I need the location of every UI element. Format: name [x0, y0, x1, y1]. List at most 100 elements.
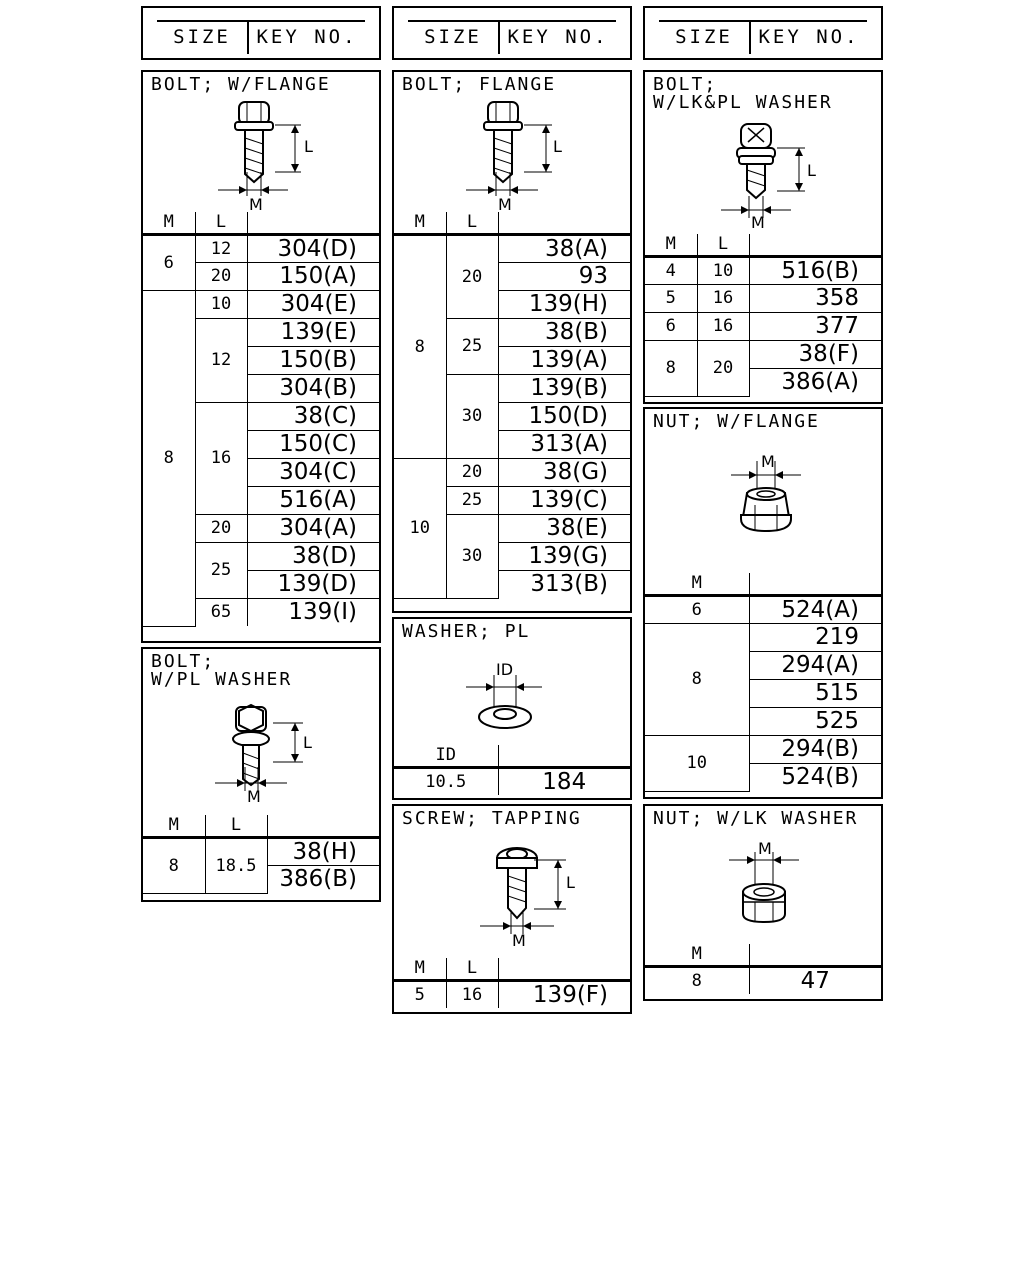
- cell-key: 516(A): [247, 485, 379, 515]
- cell-key: 294(B): [748, 734, 881, 764]
- cell-key: 38(D): [246, 541, 379, 571]
- size-label: SIZE: [659, 22, 751, 54]
- id-dim-label: ID: [496, 660, 513, 679]
- cell-l: 20: [445, 457, 499, 487]
- cell-l: 12: [195, 317, 248, 403]
- lk-washer-nut-diagram: M: [729, 839, 799, 924]
- col-l: L: [445, 958, 499, 982]
- l-dim-label: L: [553, 137, 562, 156]
- col-key: [748, 234, 881, 258]
- col-key: [748, 573, 881, 597]
- cell-m: 10: [645, 734, 750, 792]
- cell-key: 139(F): [497, 979, 630, 1008]
- panel-title: NUT; W/LK WASHER: [653, 808, 859, 829]
- l-dim-label: L: [303, 733, 312, 752]
- cell-key: 304(B): [247, 373, 379, 403]
- lk-pl-washer-bolt-diagram: L M: [721, 123, 816, 232]
- cell-m: 4: [645, 255, 698, 285]
- cell-key: 139(D): [247, 569, 379, 599]
- col-key: [748, 944, 881, 968]
- cell-l: 10: [696, 255, 750, 285]
- panel-title: BOLT; W/LK&PL WASHER: [653, 74, 833, 113]
- col-id: ID: [394, 745, 499, 769]
- flange-bolt-diagram: L M: [218, 101, 313, 214]
- col-l: L: [194, 212, 248, 236]
- cell-l: 16: [195, 401, 248, 515]
- cell-l: 12: [194, 233, 248, 263]
- panel-title: BOLT; W/PL WASHER: [151, 651, 293, 690]
- cell-key: 139(E): [246, 317, 379, 347]
- cell-key: 294(A): [749, 650, 881, 680]
- cell-key: 38(B): [497, 317, 630, 347]
- cell-key: 219: [748, 622, 881, 652]
- m-dim-label: M: [761, 452, 775, 471]
- flange-nut-diagram: M: [731, 452, 801, 533]
- cell-id: 10.5: [394, 766, 499, 795]
- cell-l: 20: [445, 233, 499, 319]
- tapping-screw-diagram: L M: [480, 847, 575, 950]
- cell-m: 8: [143, 836, 206, 894]
- cell-m: 5: [394, 979, 447, 1008]
- col-m: M: [645, 944, 750, 968]
- cell-key: 47: [748, 965, 881, 994]
- cell-m: 8: [394, 233, 447, 459]
- col-m: M: [143, 212, 196, 236]
- col-l: L: [696, 234, 750, 258]
- cell-l: 65: [195, 597, 248, 626]
- cell-l: 30: [446, 373, 499, 459]
- cell-key: 358: [748, 283, 881, 313]
- cell-key: 304(D): [246, 233, 379, 263]
- col-key: [246, 212, 379, 236]
- col-l: L: [204, 815, 268, 839]
- cell-key: 150(B): [247, 345, 379, 375]
- cell-l: 25: [446, 485, 499, 515]
- cell-key: 304(C): [247, 457, 379, 487]
- m-dim-label: M: [249, 195, 263, 214]
- cell-l: 10: [194, 289, 248, 319]
- cell-key: 524(A): [748, 594, 881, 624]
- cell-key: 139(H): [498, 289, 630, 319]
- cell-l: 25: [446, 317, 499, 375]
- col-key: [497, 745, 630, 769]
- panel-title: BOLT; FLANGE: [402, 74, 557, 95]
- col-l: L: [445, 212, 499, 236]
- cell-key: 515: [749, 678, 881, 708]
- cell-key: 304(A): [246, 513, 379, 543]
- cell-key: 150(C): [247, 429, 379, 459]
- size-header-3: SIZE KEY NO.: [643, 6, 883, 60]
- cell-l: 18.5: [204, 836, 268, 894]
- col-key: [497, 212, 630, 236]
- cell-key: 38(E): [497, 513, 630, 543]
- cell-key: 377: [748, 311, 881, 341]
- key-label: KEY NO.: [758, 26, 860, 48]
- cell-m: 6: [645, 594, 750, 624]
- cell-l: 16: [696, 311, 750, 341]
- panel-title: SCREW; TAPPING: [402, 808, 582, 829]
- cell-m: 8: [645, 339, 698, 397]
- cell-l: 16: [696, 283, 750, 313]
- cell-l: 20: [195, 513, 248, 543]
- cell-key: 184: [497, 766, 630, 795]
- cell-key: 139(A): [498, 345, 630, 375]
- col-m: M: [394, 958, 447, 982]
- col-m: M: [143, 815, 206, 839]
- l-dim-label: L: [304, 137, 313, 156]
- col-m: M: [645, 234, 698, 258]
- cell-key: 313(B): [498, 569, 630, 598]
- col-m: M: [394, 212, 447, 236]
- flange-bolt-diagram: L M: [466, 101, 562, 214]
- cell-m: 8: [143, 289, 196, 627]
- cell-l: 30: [446, 513, 499, 599]
- washer-diagram: ID: [466, 660, 542, 729]
- size-label: SIZE: [157, 22, 249, 54]
